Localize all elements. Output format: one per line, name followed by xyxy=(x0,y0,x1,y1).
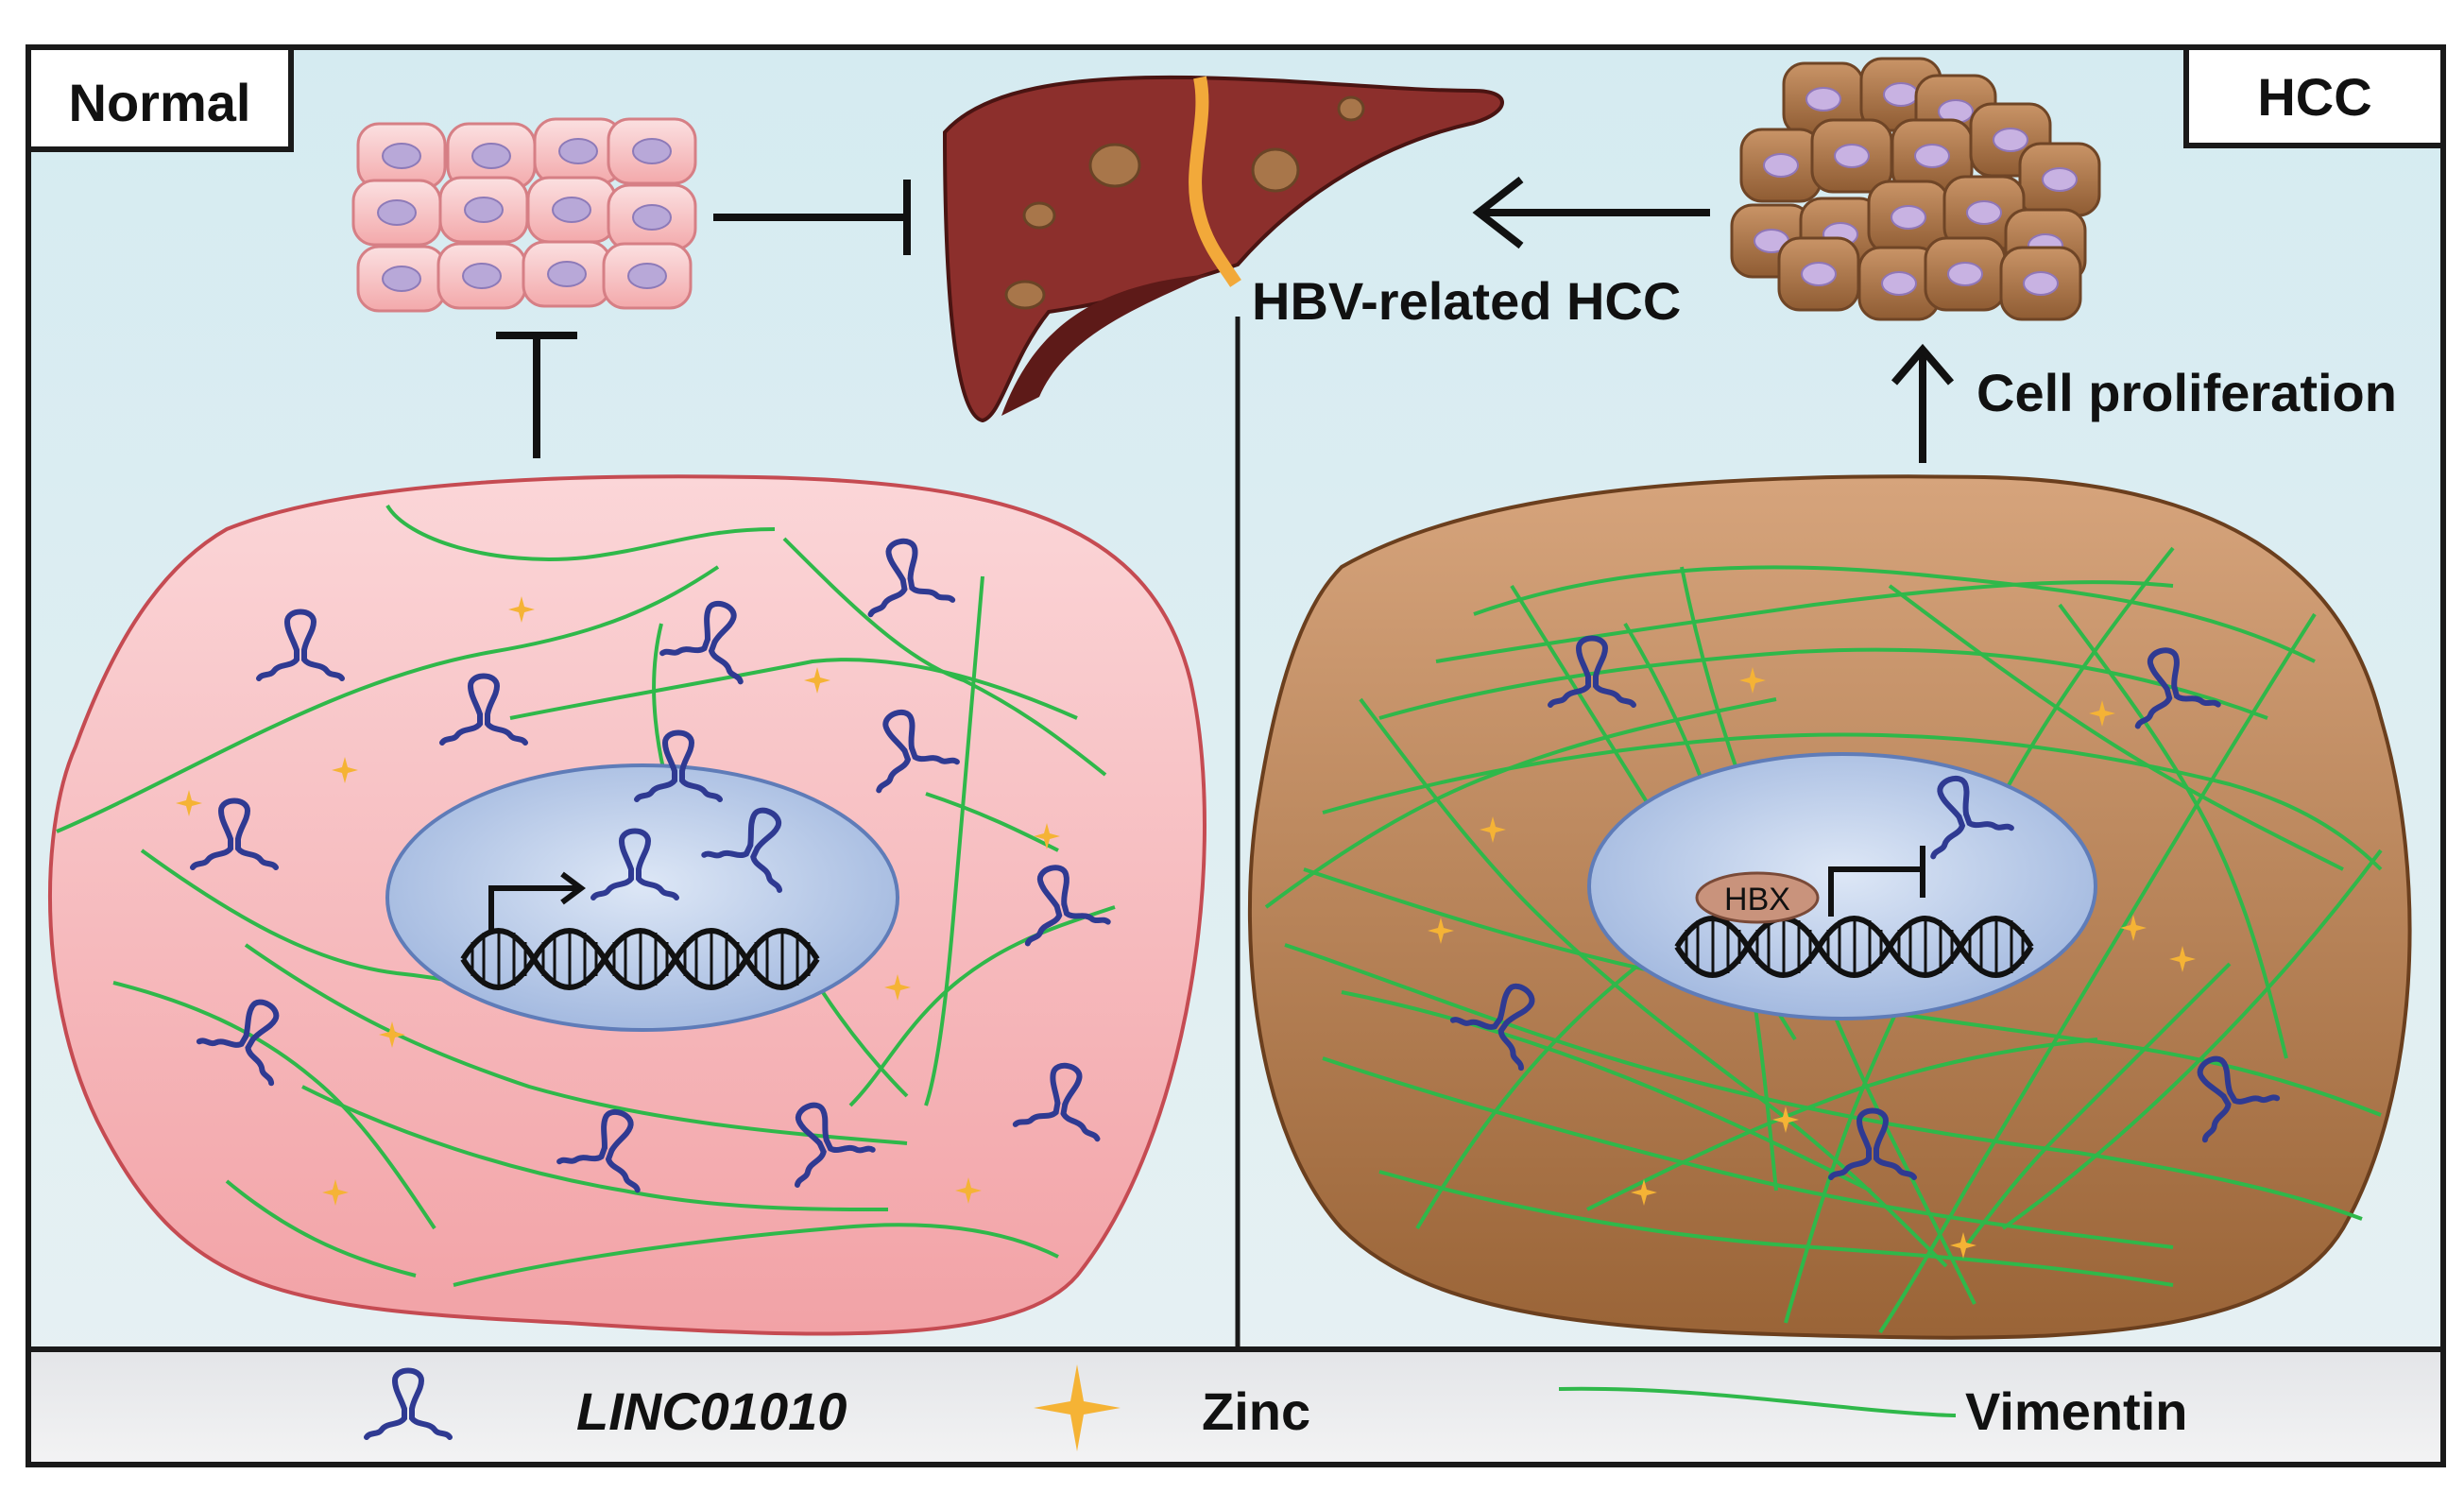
hcc-nucleus xyxy=(1587,752,2097,1020)
hbx-label: HBX xyxy=(1724,882,1790,917)
normal-cell xyxy=(47,474,1206,1336)
hcc-label-box xyxy=(2183,44,2446,148)
hcc-vimentin xyxy=(1264,546,2383,1334)
legend-vimentin-icon xyxy=(1558,1386,1957,1417)
hbx-inhibition-arrow xyxy=(1828,846,1925,917)
normal-hepatocytes xyxy=(351,117,697,313)
hcc-to-liver-arrow xyxy=(1472,176,1710,249)
cell-proliferation-label: Cell proliferation xyxy=(1976,363,2397,422)
proliferation-arrow xyxy=(1891,343,1955,463)
legend: LINC01010 Zinc Vimentin xyxy=(367,1364,2187,1451)
legend-zinc-label: Zinc xyxy=(1202,1381,1310,1441)
transcription-arrow xyxy=(488,871,586,931)
inhibit-hepatocytes-arrow xyxy=(496,332,577,458)
legend-vimentin-label: Vimentin xyxy=(1965,1381,2187,1441)
hcc-label: HCC xyxy=(2257,67,2371,127)
hbx-protein: HBX xyxy=(1695,871,1820,924)
hcc-cell: HBX xyxy=(1247,474,2412,1340)
legend-linc-label: LINC01010 xyxy=(576,1381,847,1441)
legend-band xyxy=(26,1346,2446,1467)
hbv-hcc-label: HBV-related HCC xyxy=(1252,271,1681,331)
normal-nucleus xyxy=(385,763,899,1032)
liver-icon xyxy=(942,75,1504,423)
normal-label: Normal xyxy=(69,73,251,132)
normal-label-box xyxy=(26,44,294,152)
normal-vimentin xyxy=(56,504,1116,1287)
inhibit-liver-arrow xyxy=(713,180,911,255)
